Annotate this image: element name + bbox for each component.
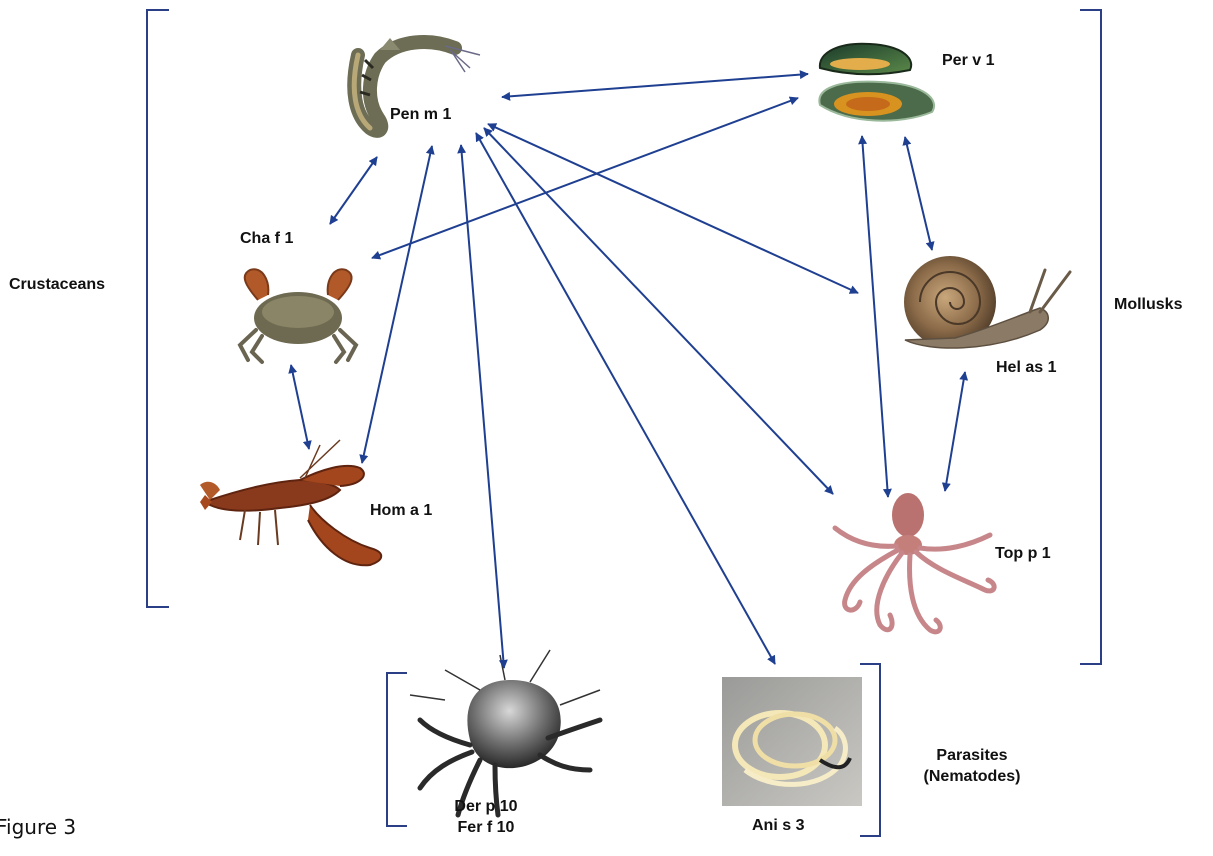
crab-icon bbox=[240, 269, 356, 362]
arrow-penm1-anis3 bbox=[476, 133, 775, 664]
arrow-chaf1-homa1 bbox=[291, 365, 309, 449]
label-pen-m-1: Pen m 1 bbox=[390, 106, 451, 124]
label-cha-f-1: Cha f 1 bbox=[240, 230, 293, 248]
octopus-icon bbox=[835, 493, 994, 632]
parasites-bracket bbox=[860, 664, 880, 836]
dust-mite-icon bbox=[410, 650, 600, 815]
arrow-penm1-helas1 bbox=[488, 124, 858, 293]
mollusks-bracket bbox=[1080, 10, 1101, 664]
label-top-p-1: Top p 1 bbox=[995, 545, 1051, 563]
label-der-p-10: Der p 10 bbox=[446, 798, 526, 816]
arrow-penm1-perv1 bbox=[502, 74, 808, 97]
arrow-helas1-topp1 bbox=[945, 372, 965, 491]
arrow-perv1-topp1 bbox=[862, 136, 888, 497]
arrow-perv1-helas1 bbox=[905, 137, 932, 250]
label-fer-f-10: Fer f 10 bbox=[446, 819, 526, 837]
label-hom-a-1: Hom a 1 bbox=[370, 502, 432, 520]
mussel-icon bbox=[819, 44, 934, 121]
arrows bbox=[291, 74, 965, 668]
group-label-nematodes: (Nematodes) bbox=[902, 768, 1042, 786]
nematode-icon bbox=[722, 677, 862, 806]
label-hel-as-1: Hel as 1 bbox=[996, 359, 1056, 377]
arrow-penm1-topp1 bbox=[484, 128, 833, 494]
group-label-parasites: Parasites bbox=[902, 747, 1042, 765]
label-ani-s-3: Ani s 3 bbox=[752, 817, 804, 835]
arrow-penm1-homa1 bbox=[362, 146, 432, 463]
arrow-penm1-chaf1 bbox=[330, 157, 377, 224]
crustaceans-bracket bbox=[147, 10, 169, 607]
group-label-crustaceans: Crustaceans bbox=[9, 276, 105, 294]
arrow-penm1-mite bbox=[461, 145, 504, 668]
figure-caption: Figure 3 bbox=[0, 815, 76, 839]
mite-bracket bbox=[387, 673, 407, 826]
lobster-icon bbox=[200, 440, 381, 565]
snail-icon bbox=[904, 256, 1070, 348]
label-per-v-1: Per v 1 bbox=[942, 52, 994, 70]
group-label-mollusks: Mollusks bbox=[1114, 296, 1182, 314]
